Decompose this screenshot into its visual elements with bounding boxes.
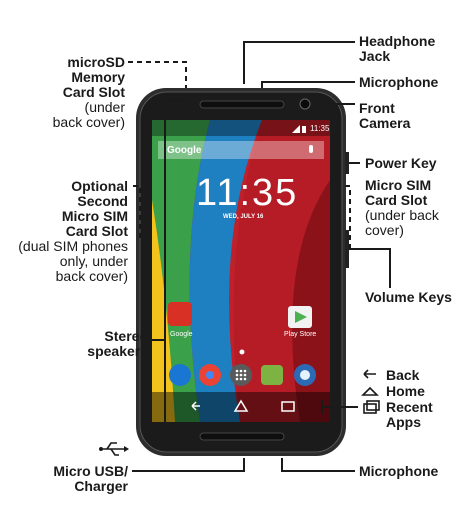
lockscreen-date: WED, JULY 16 <box>223 214 264 220</box>
mic-icon[interactable] <box>309 145 313 153</box>
home-icon <box>361 386 379 396</box>
volume-keys-label: Volume Keys <box>365 289 452 305</box>
search-bar[interactable] <box>158 141 324 159</box>
phone-app-icon[interactable] <box>169 364 191 386</box>
status-time: 11:35 <box>310 124 330 133</box>
nav-home-icon[interactable] <box>233 399 249 412</box>
messaging-app-icon[interactable] <box>261 365 283 385</box>
nav-back-icon[interactable] <box>191 401 200 411</box>
volume-keys <box>345 230 349 268</box>
recent-apps-icon <box>363 403 377 414</box>
power-key-label: Power Key <box>365 155 437 171</box>
screen <box>152 120 330 422</box>
search-text: Google <box>167 145 202 156</box>
power-key <box>345 152 349 174</box>
battery-icon <box>302 126 306 133</box>
micro-usb-label: Micro USB/Charger <box>53 463 128 494</box>
home-label: Home <box>386 383 425 399</box>
back-icon <box>363 369 376 379</box>
front-camera-lens <box>299 98 311 110</box>
bottom-speaker-grille <box>199 432 285 441</box>
play-store-label: Play Store <box>284 331 317 338</box>
microphone-top-label: Microphone <box>359 74 439 90</box>
top-speaker-grille <box>199 100 285 109</box>
back-label: Back <box>386 367 420 383</box>
signal-icon <box>292 125 300 133</box>
google-app-icon[interactable] <box>168 302 192 326</box>
microphone-bottom-label: Microphone <box>359 463 439 479</box>
lockscreen-clock: 11:35 <box>196 172 299 214</box>
google-app-label: Google <box>170 331 193 338</box>
usb-icon <box>100 442 124 456</box>
nav-recent-icon[interactable] <box>281 401 295 412</box>
